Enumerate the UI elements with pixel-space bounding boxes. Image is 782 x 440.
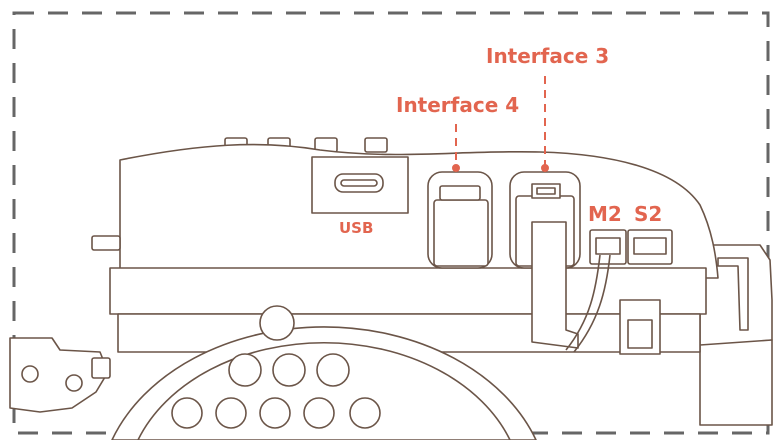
interface-3-label: Interface 3 — [486, 44, 610, 68]
wheel-hole — [303, 397, 335, 429]
wheel-hole — [228, 353, 262, 387]
left-bracket — [9, 337, 109, 413]
m2-wire — [565, 254, 601, 351]
interface-3-latch-inner — [536, 187, 556, 195]
robot-drawing — [9, 137, 773, 440]
s2-pins — [633, 237, 667, 255]
wheel-hole — [259, 305, 295, 341]
m2-label: M2 — [588, 202, 622, 226]
wheel-hole — [171, 397, 203, 429]
bracket-slot — [91, 357, 111, 379]
wheel-hole — [259, 397, 291, 429]
wheel-hole — [349, 397, 381, 429]
wheel-hole — [272, 353, 306, 387]
support-post-inner — [627, 319, 653, 349]
m2-pins — [595, 237, 621, 255]
dashed-frame — [12, 11, 770, 435]
usb-port-inner — [340, 179, 378, 187]
m2-wire — [573, 254, 611, 353]
interface-4-tab — [439, 185, 481, 201]
interface-4-label: Interface 4 — [396, 93, 520, 117]
s2-label: S2 — [634, 202, 663, 226]
right-arm — [717, 257, 749, 331]
interface-3-dot — [541, 164, 549, 172]
leaders — [452, 76, 549, 172]
usb-label: USB — [339, 219, 374, 237]
side-button — [91, 235, 121, 251]
wheel-hole — [316, 353, 350, 387]
base-plate — [109, 267, 707, 315]
right-lower-block — [699, 339, 773, 426]
interface-4-socket — [433, 199, 489, 267]
bracket-hole — [65, 374, 83, 392]
interface-4-dot — [452, 164, 460, 172]
bracket-hole — [21, 365, 39, 383]
wheel-hole — [215, 397, 247, 429]
top-button — [364, 137, 388, 153]
